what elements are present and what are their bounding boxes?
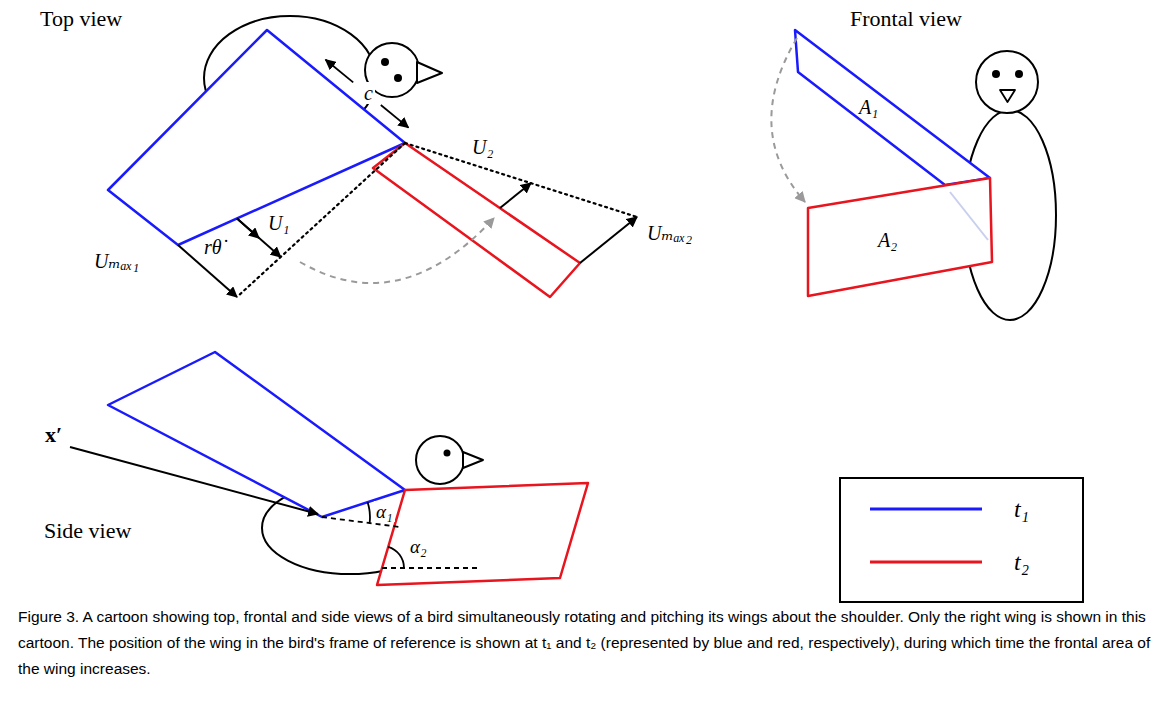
velocity-label: U₂	[470, 136, 495, 158]
side-view	[70, 352, 588, 585]
dimension-label: c	[362, 82, 375, 104]
bird-eye	[444, 450, 451, 457]
wing-t1	[108, 30, 405, 245]
bird-eye	[394, 74, 402, 82]
velocity-envelope	[237, 143, 405, 297]
legend-entry: t₁	[866, 494, 1066, 524]
velocity-label: Uₘₐₓ₁	[92, 250, 141, 272]
bird-eye	[1015, 70, 1023, 78]
top-view	[108, 16, 637, 297]
bird-beak	[417, 62, 442, 83]
legend-line	[870, 508, 982, 511]
figure-caption: Figure 3. A cartoon showing top, frontal…	[18, 604, 1158, 682]
chord-arrow	[381, 105, 409, 128]
area-label: A₁	[859, 97, 878, 117]
angle-arc	[388, 547, 404, 568]
bird-eye	[992, 70, 1000, 78]
chord-arrow	[326, 60, 354, 83]
legend-entry: t₂	[866, 547, 1066, 577]
velocity-arrow	[237, 219, 259, 239]
velocity-arrow	[580, 217, 637, 263]
wing-t1	[795, 30, 990, 185]
motion-arrow	[300, 218, 494, 283]
bird-eye	[381, 58, 389, 66]
wing-t1	[108, 352, 405, 517]
wing-t2	[808, 178, 992, 296]
angle-label: α₁	[374, 501, 395, 522]
legend-label: t₁	[1014, 497, 1029, 521]
velocity-envelope	[405, 143, 637, 217]
position-arrow	[70, 447, 318, 514]
wing-t2	[377, 483, 588, 585]
legend-label: t₂	[1014, 550, 1029, 574]
velocity-label: Uₘₐₓ₂	[645, 222, 694, 244]
velocity-arrow	[500, 183, 531, 208]
view-title: Frontal view	[850, 8, 962, 30]
legend-frame	[840, 478, 1083, 602]
angle-arc	[368, 502, 370, 523]
legend-line-sample	[866, 547, 986, 577]
angle-label: α₂	[408, 536, 429, 557]
motion-arrow	[771, 38, 805, 202]
legend-line-sample	[866, 494, 986, 524]
view-title: Side view	[44, 520, 131, 542]
legend-line	[870, 561, 982, 564]
velocity-label: U₁	[266, 212, 291, 234]
velocity-label: rθ̇	[202, 236, 224, 258]
vector-label: x′	[45, 424, 62, 446]
bird-beak	[1000, 90, 1015, 102]
reference-line	[382, 567, 478, 569]
wing-t2	[373, 143, 580, 297]
hidden-wing-edge	[950, 192, 988, 240]
bird-beak	[463, 452, 483, 468]
frontal-view	[771, 30, 1056, 320]
area-label: A₂	[878, 230, 897, 250]
view-title: Top view	[40, 8, 122, 30]
bird-head	[976, 51, 1038, 113]
bird-head	[416, 436, 464, 484]
